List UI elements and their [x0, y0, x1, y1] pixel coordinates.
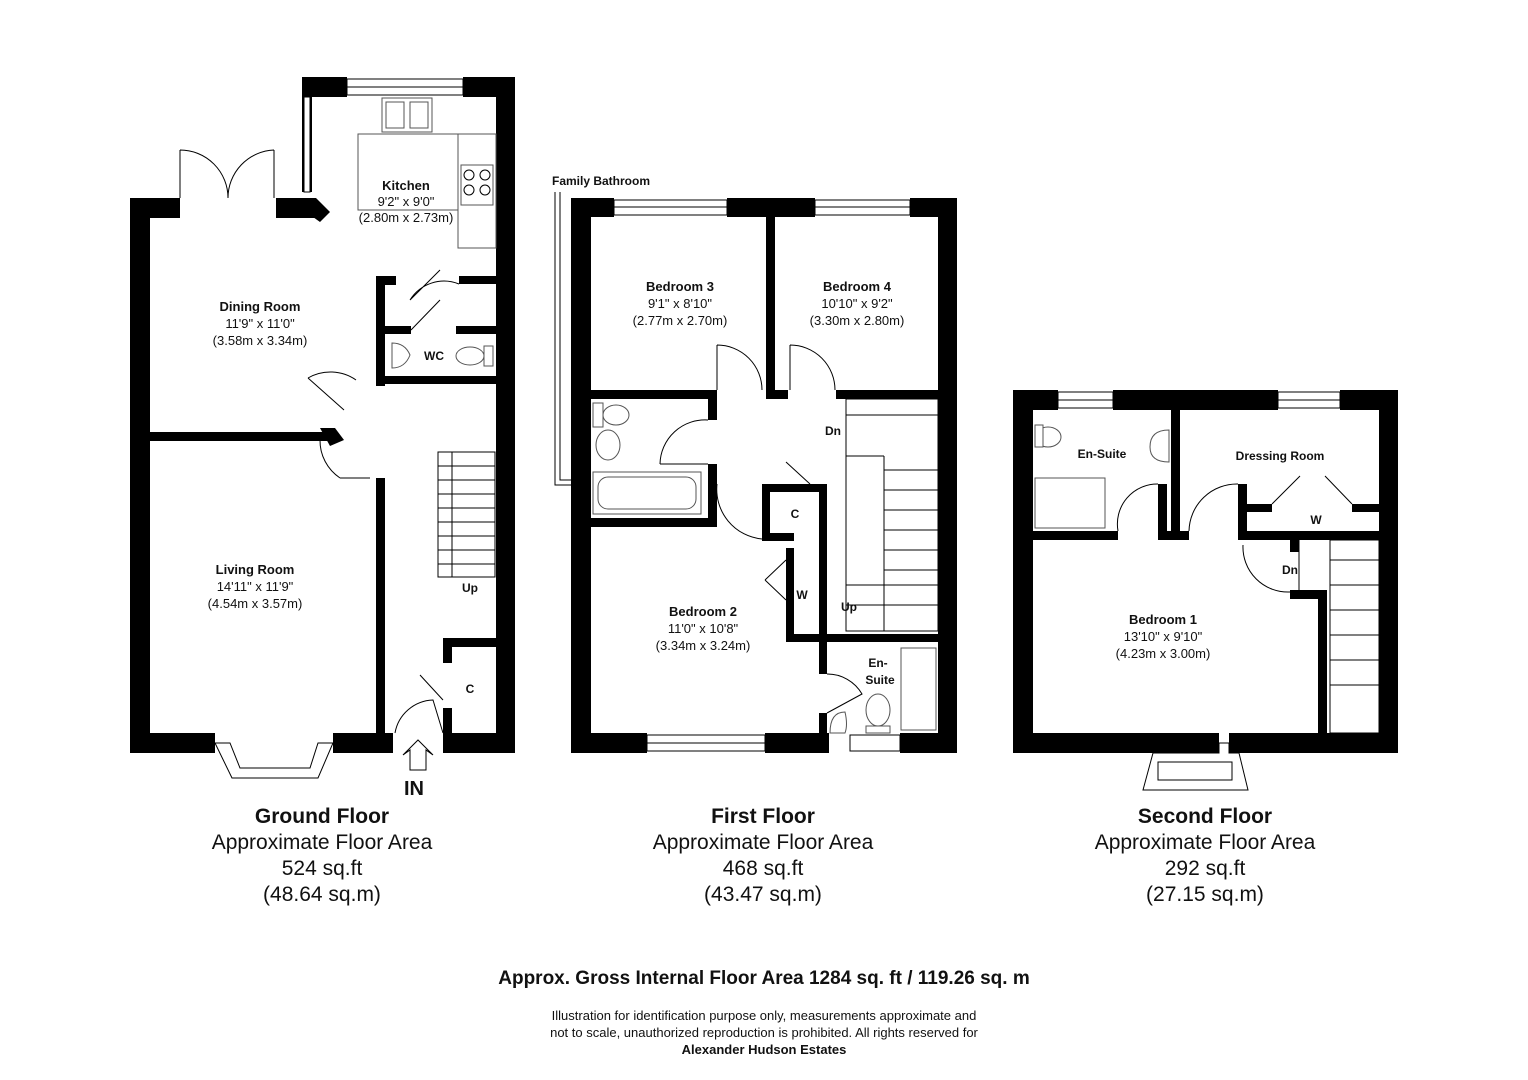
second-floor-plan: En-Suite Dressing Room W Dn Bedroom 1 13… [1013, 390, 1398, 791]
ground-floor-summary: Ground Floor Approximate Floor Area 524 … [172, 804, 472, 908]
kitchen-label: Kitchen [382, 178, 430, 193]
stairs-down-label: Dn [1282, 563, 1298, 577]
bedroom-2-metric: (3.34m x 3.24m) [656, 638, 751, 653]
cupboard-label: C [791, 507, 800, 521]
living-room-imperial: 14'11" x 11'9" [217, 579, 294, 594]
stairs-up-label: Up [841, 600, 857, 614]
family-bathroom-label: Family Bathroom [552, 174, 650, 188]
stairs-up-label: Up [462, 581, 478, 595]
dining-room-imperial: 11'9" x 11'0" [225, 316, 295, 331]
dining-room-label: Dining Room [220, 299, 301, 314]
kitchen-metric: (2.80m x 2.73m) [359, 210, 454, 225]
bedroom-1-label: Bedroom 1 [1129, 612, 1197, 627]
ground-floor-sqm: (48.64 sq.m) [263, 883, 381, 906]
first-floor-area-label: Approximate Floor Area [652, 831, 874, 854]
bedroom-3-imperial: 9'1" x 8'10" [648, 296, 712, 311]
second-floor-title: Second Floor [1137, 805, 1273, 828]
bedroom-4-imperial: 10'10" x 9'2" [821, 296, 893, 311]
ground-floor-area-label: Approximate Floor Area [211, 831, 433, 854]
ground-floor-sqft: 524 sq.ft [281, 857, 363, 880]
first-floor-summary: First Floor Approximate Floor Area 468 s… [613, 804, 913, 908]
wardrobe-label: W [1310, 513, 1322, 527]
living-room-label: Living Room [216, 562, 295, 577]
bedroom-2-imperial: 11'0" x 10'8" [668, 621, 739, 636]
ensuite-label-line2: Suite [865, 673, 895, 687]
bedroom-3-metric: (2.77m x 2.70m) [633, 313, 728, 328]
stairs-down-label: Dn [825, 424, 841, 438]
first-floor-sqm: (43.47 sq.m) [704, 883, 822, 906]
second-floor-sqm: (27.15 sq.m) [1146, 883, 1264, 906]
cupboard-label: C [466, 682, 475, 696]
disclaimer: Illustration for identification purpose … [0, 1007, 1528, 1058]
gross-area: Approx. Gross Internal Floor Area 1284 s… [498, 968, 1030, 989]
kitchen-imperial: 9'2" x 9'0" [378, 194, 435, 209]
wardrobe-label: W [796, 588, 808, 602]
entrance-label: IN [404, 778, 424, 800]
bedroom-4-metric: (3.30m x 2.80m) [810, 313, 905, 328]
bedroom-3-label: Bedroom 3 [646, 279, 714, 294]
ensuite-label-line1: En- [868, 656, 887, 670]
bedroom-4-label: Bedroom 4 [823, 279, 892, 294]
bedroom-1-metric: (4.23m x 3.00m) [1116, 646, 1211, 661]
company-name: Alexander Hudson Estates [681, 1042, 847, 1057]
ensuite-label: En-Suite [1078, 447, 1127, 461]
first-floor-title: First Floor [711, 805, 815, 828]
bedroom-1-imperial: 13'10" x 9'10" [1124, 629, 1203, 644]
disclaimer-line-1: Illustration for identification purpose … [551, 1008, 977, 1023]
ground-floor-title: Ground Floor [254, 805, 390, 828]
first-floor-sqft: 468 sq.ft [722, 857, 804, 880]
ground-floor-plan: Kitchen 9'2" x 9'0" (2.80m x 2.73m) Dini… [130, 77, 515, 779]
disclaimer-line-2: not to scale, unauthorized reproduction … [550, 1025, 978, 1040]
bedroom-2-label: Bedroom 2 [669, 604, 737, 619]
second-floor-sqft: 292 sq.ft [1164, 857, 1246, 880]
second-floor-summary: Second Floor Approximate Floor Area 292 … [1055, 804, 1355, 908]
living-room-metric: (4.54m x 3.57m) [208, 596, 303, 611]
dressing-room-label: Dressing Room [1236, 449, 1325, 463]
second-floor-area-label: Approximate Floor Area [1094, 831, 1316, 854]
dining-room-metric: (3.58m x 3.34m) [213, 333, 308, 348]
first-floor-plan: Family Bathroom Bedroom 3 9'1" x 8'10" (… [552, 174, 957, 753]
wc-label: WC [424, 349, 444, 363]
